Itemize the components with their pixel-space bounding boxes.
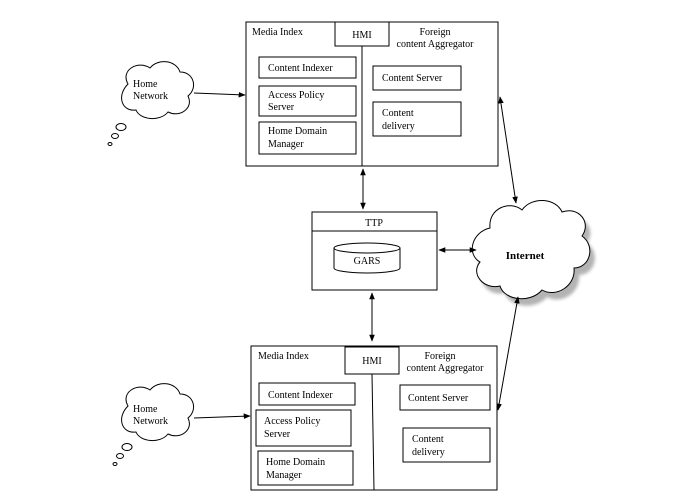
bottom-system: Media Index HMI Foreign content Aggregat… — [250, 345, 498, 491]
top-home-domain-label-2: Manager — [268, 139, 304, 150]
bottom-content-delivery-label-1: Content — [412, 434, 444, 445]
top-network-arrow — [193, 91, 246, 98]
bottom-home-network-cloud: Home Network — [112, 383, 195, 466]
bottom-aggregator-label-2: content Aggregator — [407, 363, 485, 374]
bottom-aggregator-label-1: Foreign — [424, 351, 455, 362]
bottom-content-server-label: Content Server — [408, 393, 469, 404]
ttp: TTP GARS — [311, 211, 438, 291]
top-thought-bubble-3 — [107, 142, 113, 146]
bottom-home-network-label-1: Home — [133, 404, 158, 415]
top-content-indexer-box — [258, 56, 357, 79]
top-home-domain-box — [258, 121, 357, 155]
bottom-home-domain-label-2: Manager — [266, 470, 302, 481]
top-aggregator-label-2: content Aggregator — [397, 39, 475, 50]
top-aggregator-label-1: Foreign — [419, 27, 450, 38]
bottom-divider — [371, 373, 375, 491]
top-system-internet-arrow — [498, 96, 518, 204]
top-content-server-box — [372, 65, 462, 91]
top-content-indexer-label: Content Indexer — [268, 63, 333, 74]
bottom-hmi-box — [344, 346, 400, 375]
bottom-home-network-label-2: Network — [133, 416, 168, 427]
top-content-delivery-label-2: delivery — [382, 121, 415, 132]
top-access-policy-label-2: Server — [268, 102, 295, 113]
bottom-home-domain-box — [257, 450, 354, 486]
bottom-content-delivery-label-2: delivery — [412, 447, 445, 458]
top-hmi-box — [334, 21, 390, 47]
top-media-index-label: Media Index — [252, 27, 303, 38]
bottom-home-domain-label-1: Home Domain — [266, 457, 325, 468]
top-thought-bubble-2 — [111, 133, 119, 139]
top-content-delivery-box — [372, 101, 462, 137]
top-content-delivery-label-1: Content — [382, 108, 414, 119]
internet-cloud: Internet — [471, 200, 595, 306]
top-content-server-label: Content Server — [382, 73, 443, 84]
internet-cloud-shape — [471, 200, 591, 300]
bottom-network-arrow — [193, 413, 251, 420]
top-hmi-label: HMI — [352, 30, 371, 41]
bottom-content-server-box — [399, 384, 491, 411]
bottom-content-indexer-label: Content Indexer — [268, 390, 333, 401]
bottom-access-policy-label-2: Server — [264, 429, 291, 440]
top-home-domain-label-1: Home Domain — [268, 126, 327, 137]
bottom-thought-bubble-2 — [116, 453, 124, 459]
top-access-policy-box — [258, 85, 357, 117]
internet-bottom-system-arrow — [496, 296, 520, 411]
bottom-media-index-label: Media Index — [258, 351, 309, 362]
top-home-network-label-1: Home — [133, 79, 158, 90]
bottom-thought-bubble-1 — [121, 443, 133, 451]
top-access-policy-label-1: Access Policy — [268, 90, 324, 101]
top-thought-bubble-1 — [115, 123, 127, 131]
top-home-network-label-2: Network — [133, 91, 168, 102]
gars-database-icon — [333, 242, 401, 274]
bottom-access-policy-box — [255, 409, 352, 447]
bottom-content-indexer-box — [258, 382, 356, 406]
top-system: Media Index HMI Foreign content Aggregat… — [245, 21, 499, 167]
bottom-content-delivery-box — [402, 427, 491, 463]
top-home-network-cloud: Home Network — [107, 61, 195, 146]
bottom-hmi-label: HMI — [362, 356, 381, 367]
bottom-access-policy-label-1: Access Policy — [264, 416, 320, 427]
bottom-thought-bubble-3 — [112, 462, 118, 466]
gars-label: GARS — [354, 256, 381, 267]
ttp-label: TTP — [365, 218, 383, 229]
internet-label: Internet — [506, 250, 545, 262]
